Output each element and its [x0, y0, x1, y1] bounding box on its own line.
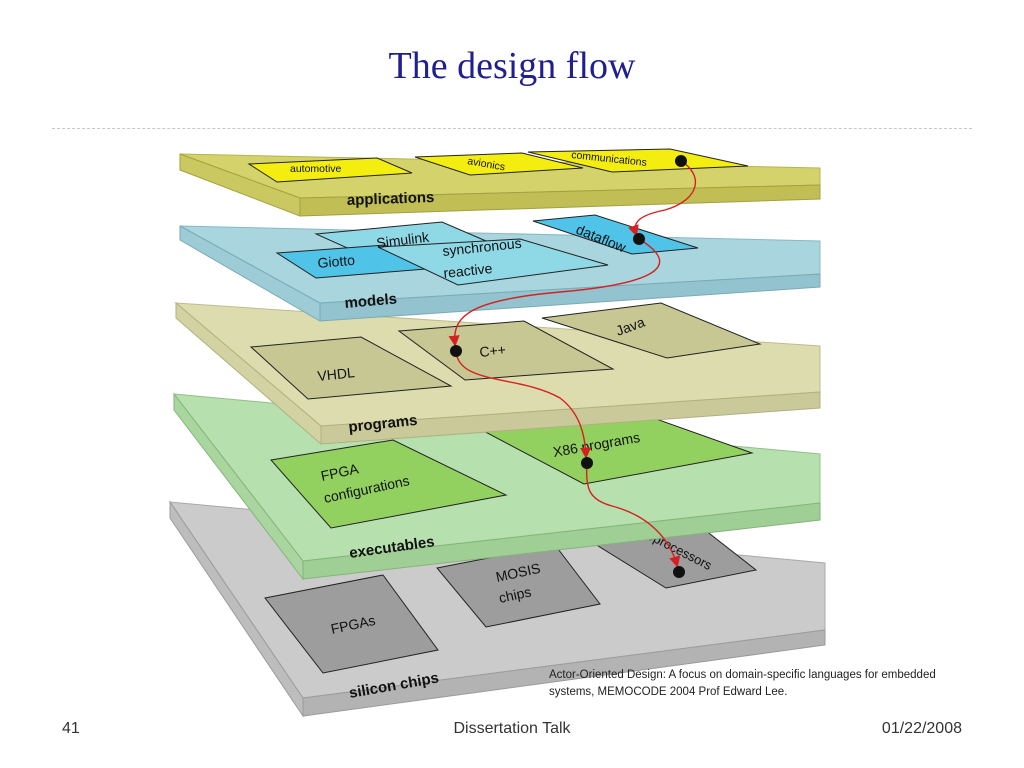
label-vhdl: VHDL — [317, 364, 356, 384]
flow-arrow-executables-to-silicon — [585, 462, 681, 568]
citation-text: Actor-Oriented Design: A focus on domain… — [549, 669, 936, 698]
box-java — [541, 302, 762, 359]
box-automotive — [247, 157, 413, 183]
footer-title: Dissertation Talk — [453, 720, 571, 737]
label-cpp: C++ — [479, 341, 507, 360]
flow-node-cpp — [450, 345, 462, 357]
layer-applications: automotive avionics communications appli… — [179, 148, 821, 217]
layer-silicon-chips-side — [169, 500, 304, 718]
slide-number: 41 — [62, 720, 80, 737]
box-avionics — [414, 152, 584, 176]
flow-node-microprocessors — [673, 566, 685, 578]
layer-executables-side — [173, 392, 304, 581]
layer-models-side — [179, 225, 321, 322]
flow-arrow-models-to-programs — [448, 238, 661, 347]
flow-node-communications — [675, 155, 687, 167]
flow-node-dataflow — [633, 233, 645, 245]
layer-label-models: models — [344, 290, 398, 312]
box-fpga-configurations — [270, 439, 508, 529]
box-communications — [527, 148, 749, 173]
flow-arrow-applications-to-models — [628, 160, 697, 237]
flow-arrow-programs-to-executables — [455, 350, 592, 459]
layer-programs: VHDL C++ Java programs — [174, 301, 821, 446]
box-synchronous-reactive — [377, 238, 609, 286]
label-simulink: Simulink — [375, 229, 430, 251]
label-automotive: automotive — [290, 163, 342, 175]
layer-label-applications: applications — [347, 189, 435, 209]
label-giotto: Giotto — [317, 252, 356, 271]
box-dataflow — [532, 214, 699, 255]
box-vhdl — [249, 336, 453, 400]
footer-date: 01/22/2008 — [881, 720, 962, 737]
label-fpga: FPGA — [319, 460, 360, 484]
layer-models: Simulink Giotto synchronous reactive dat… — [179, 214, 821, 322]
slide-title: The design flow — [388, 45, 636, 87]
layer-programs-side — [175, 301, 322, 446]
design-flow-path — [448, 160, 697, 568]
box-fpgas — [264, 574, 439, 674]
label-reactive: reactive — [443, 260, 494, 281]
flow-nodes — [450, 155, 687, 578]
layer-applications-side — [179, 153, 301, 217]
label-chips: chips — [497, 583, 532, 605]
flow-node-x86 — [581, 457, 593, 469]
title-divider — [52, 128, 972, 129]
